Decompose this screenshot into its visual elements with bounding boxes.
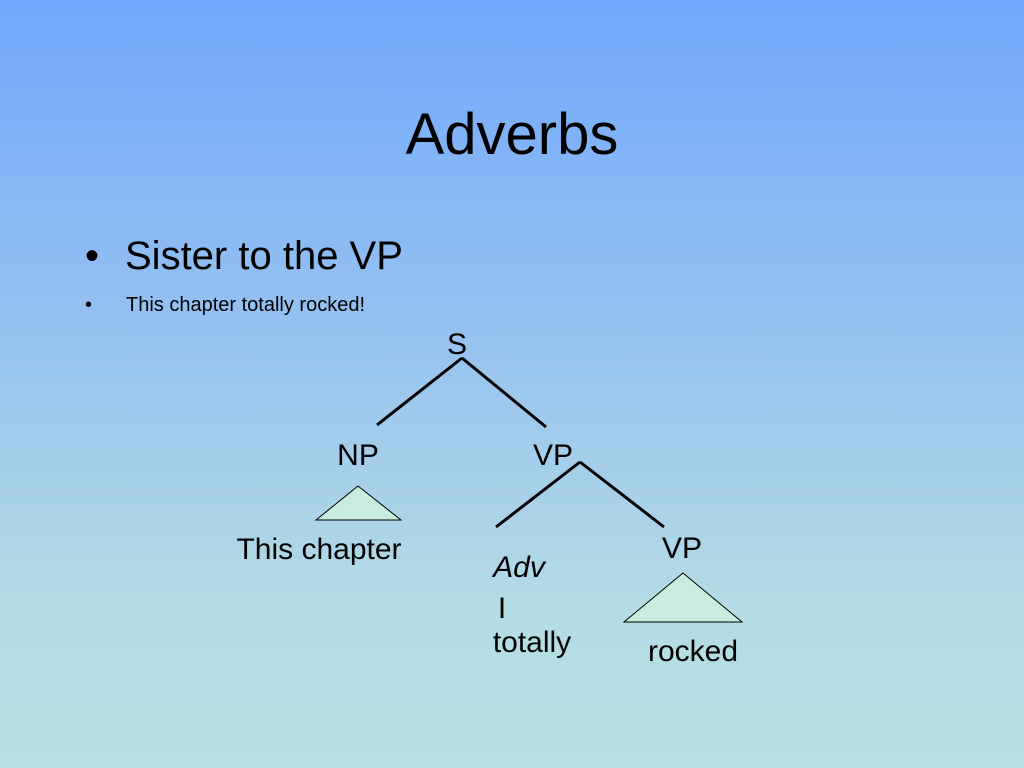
leaf-rocked: rocked [648, 635, 738, 668]
branch-vp-vp [579, 460, 665, 529]
bullet-item: • Sister to the VP [85, 230, 403, 282]
node-adv: Adv [491, 551, 547, 584]
bullet-text: Sister to the VP [125, 234, 403, 278]
branch-vp-adv [495, 460, 581, 529]
bullet-item: • This chapter totally rocked! [85, 291, 365, 319]
np-roof-triangle [314, 485, 403, 521]
leaf-this-chapter: This chapter [236, 533, 401, 566]
node-np: NP [337, 439, 379, 472]
branch-s-vp [461, 356, 547, 429]
bullet-marker: • [85, 234, 100, 278]
bullet-marker: • [85, 294, 93, 316]
leaf-totally: totally [493, 626, 571, 659]
branch-s-np [376, 356, 463, 427]
slide-title: Adverbs [405, 102, 619, 167]
node-vp-top: VP [533, 439, 573, 472]
node-vp-inner: VP [662, 532, 702, 565]
bullet-text: This chapter totally rocked! [126, 294, 365, 316]
node-s: S [447, 328, 467, 361]
adv-connector: I [498, 592, 506, 625]
vp-roof-triangle [622, 572, 744, 623]
